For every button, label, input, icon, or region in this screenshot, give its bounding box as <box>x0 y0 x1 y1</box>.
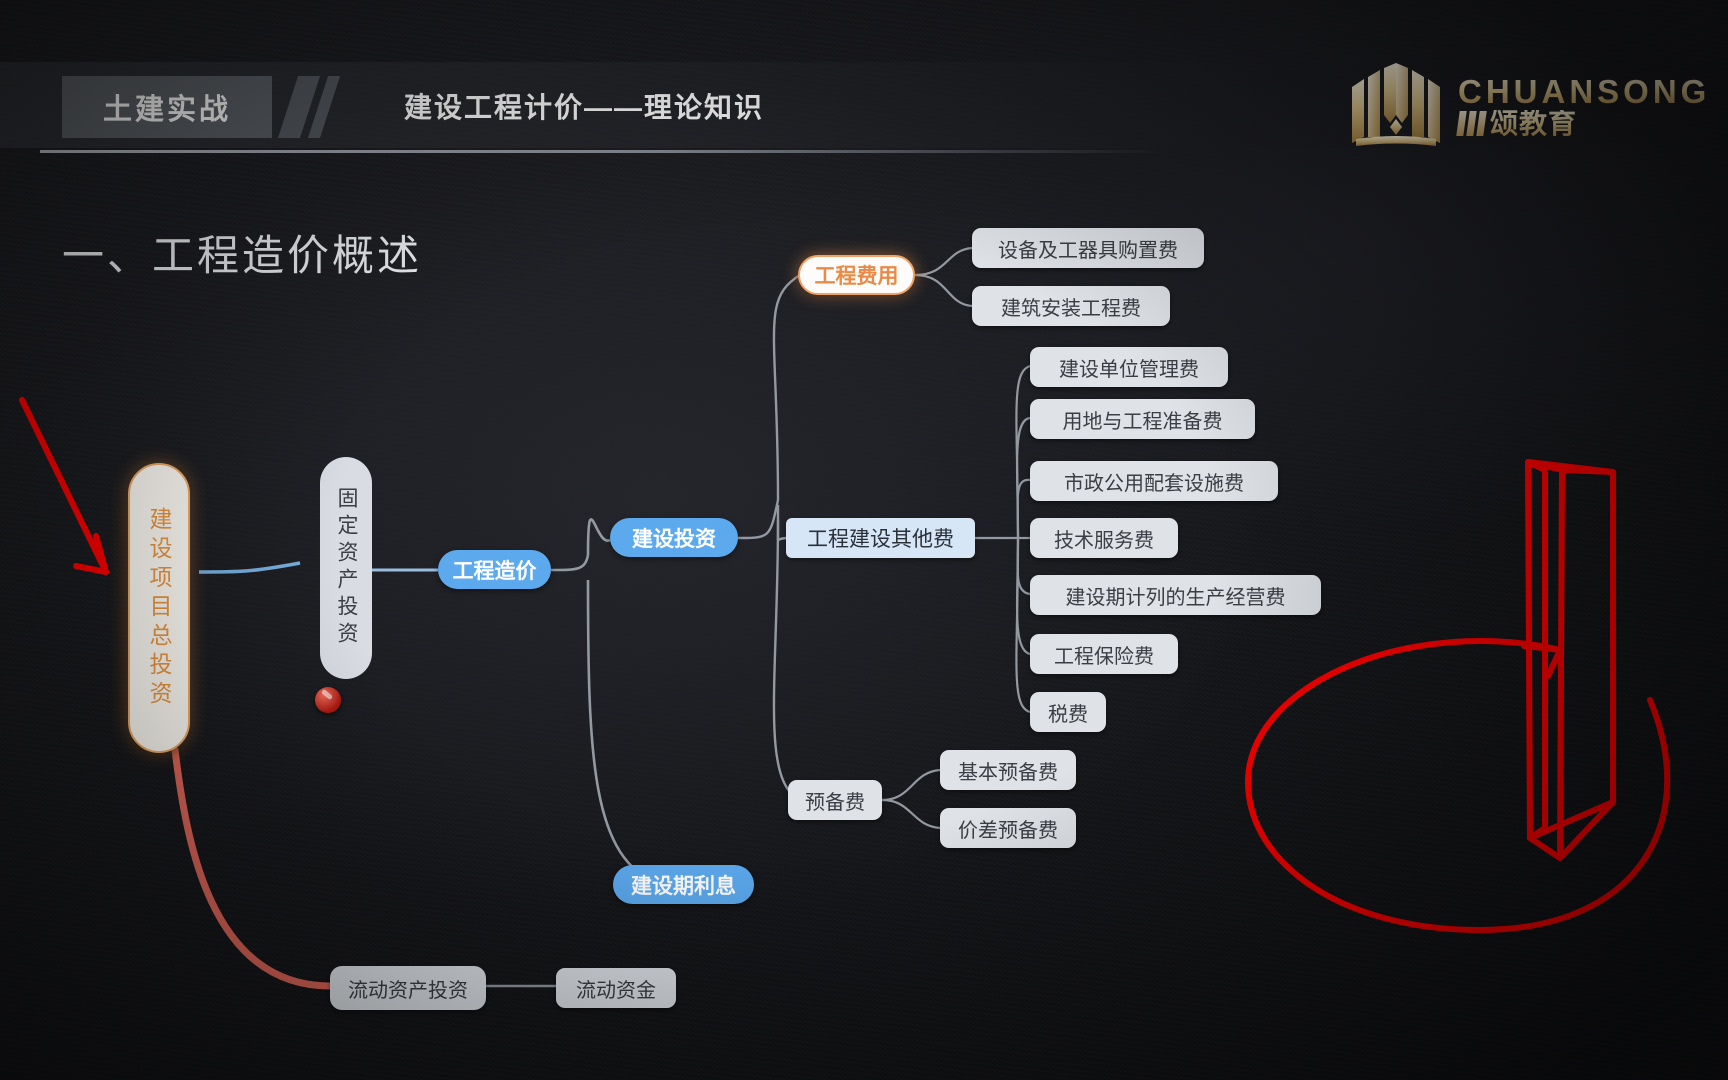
node-other-fee-child-5[interactable]: 工程保险费 <box>1030 634 1178 674</box>
node-other-fee-child-2[interactable]: 市政公用配套设施费 <box>1030 461 1278 501</box>
red-marker-dot <box>315 687 341 713</box>
node-project-cost[interactable]: 工程造价 <box>438 550 551 589</box>
node-engineering-fee[interactable]: 工程费用 <box>798 255 915 295</box>
node-construction-investment[interactable]: 建设投资 <box>610 518 738 557</box>
node-other-fee-child-6[interactable]: 税费 <box>1030 692 1106 732</box>
node-engineering-fee-child-0[interactable]: 设备及工器具购置费 <box>972 228 1204 268</box>
node-current-capital[interactable]: 流动资金 <box>556 968 676 1008</box>
node-fixed-asset[interactable]: 固定资产投资 <box>320 457 372 679</box>
node-other-fee-child-3[interactable]: 技术服务费 <box>1030 518 1178 558</box>
node-other-fee-child-4[interactable]: 建设期计列的生产经营费 <box>1030 575 1321 615</box>
node-engineering-fee-child-1[interactable]: 建筑安装工程费 <box>972 286 1170 326</box>
node-reserve-fee-child-0[interactable]: 基本预备费 <box>940 750 1076 790</box>
node-other-fee-child-1[interactable]: 用地与工程准备费 <box>1030 399 1255 439</box>
node-other-fee-child-0[interactable]: 建设单位管理费 <box>1030 347 1228 387</box>
node-reserve-fee-child-1[interactable]: 价差预备费 <box>940 808 1076 848</box>
node-reserve-fee[interactable]: 预备费 <box>788 780 882 820</box>
node-other-fee[interactable]: 工程建设其他费 <box>786 518 975 558</box>
node-current-asset[interactable]: 流动资产投资 <box>330 966 486 1010</box>
node-root[interactable]: 建设项目总投资 <box>128 463 190 753</box>
node-construction-interest[interactable]: 建设期利息 <box>613 865 754 904</box>
